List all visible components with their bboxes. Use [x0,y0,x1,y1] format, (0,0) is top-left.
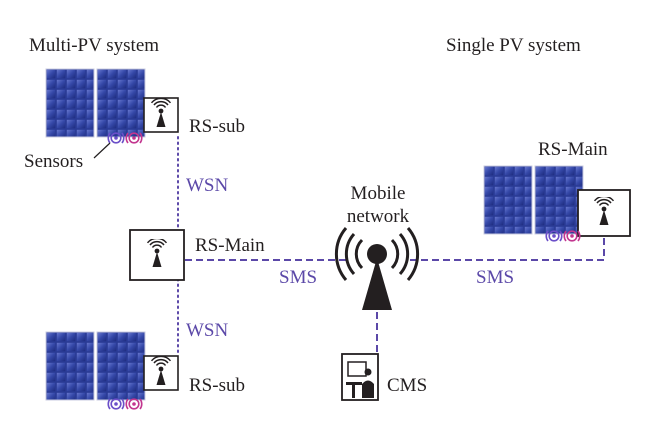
multi-pv-title: Multi-PV system [29,35,160,56]
wireless-node-icon [143,97,179,133]
wireless-node-icon [139,237,175,273]
solar-panel-icon [534,165,584,235]
cms-label: CMS [387,375,428,396]
solar-panel-icon [483,165,533,235]
sms-label-left: SMS [279,267,318,288]
cell-tower-icon [334,227,420,310]
pv-array-top [45,68,179,159]
sensors-label: Sensors [24,151,84,172]
cms-workstation-icon [341,353,379,401]
rs-sub-label-top: RS-sub [189,116,245,137]
pv-single-system [483,165,631,242]
rs-main-label-left: RS-Main [195,235,265,256]
sensors-pointer [93,142,111,159]
wsn-label-bottom: WSN [186,320,229,341]
sms-link-right [410,236,605,261]
solar-panel-icon [45,68,95,138]
sms-label-right: SMS [476,267,515,288]
wireless-node-icon [143,355,179,391]
links [177,136,605,357]
mobile-network-label-line2: network [346,206,410,227]
wsn-label-top: WSN [186,175,229,196]
rs-main-label-right: RS-Main [538,139,608,160]
solar-panel-icon [96,68,146,138]
wireless-node-icon [586,195,622,231]
rs-main-left-node [129,229,185,281]
solar-panel-icon [96,331,146,401]
rs-sub-label-bottom: RS-sub [189,375,245,396]
mobile-network-label-line1: Mobile [350,183,406,204]
pv-array-bottom [45,331,179,410]
solar-panel-icon [45,331,95,401]
single-pv-title: Single PV system [446,35,581,56]
